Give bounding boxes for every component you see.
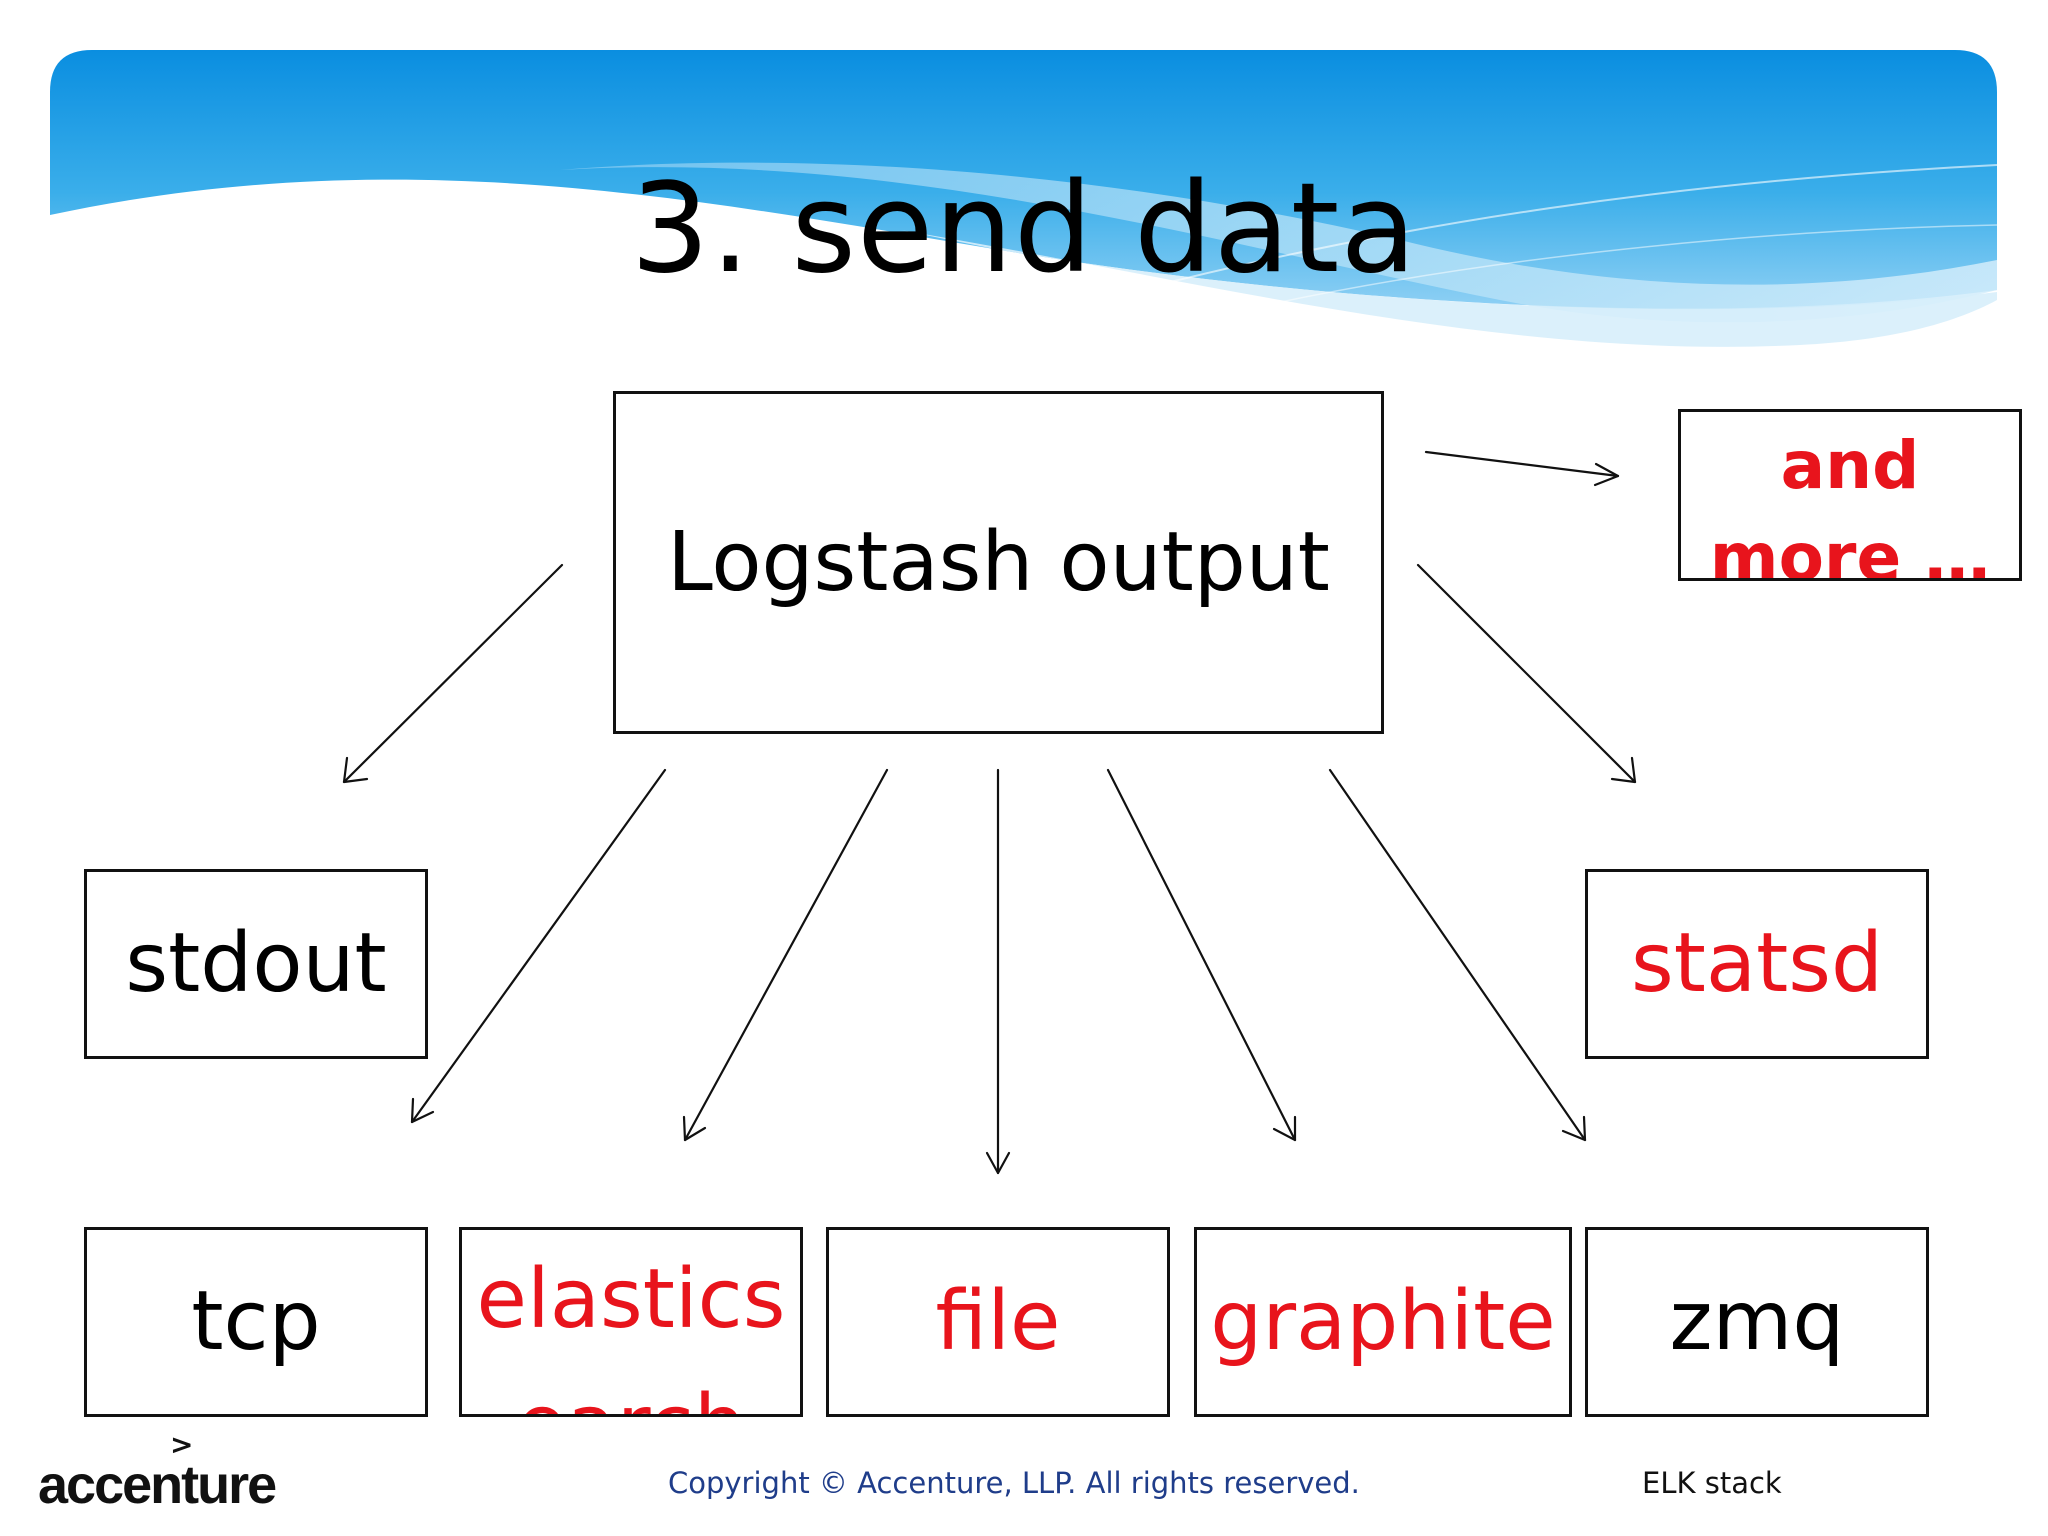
wave-banner bbox=[50, 50, 1998, 347]
arrow-to-file bbox=[985, 768, 1011, 1175]
slide-title: 3. send data bbox=[630, 157, 1418, 301]
node-label: graphite bbox=[1210, 1274, 1556, 1370]
node-graphite: graphite bbox=[1194, 1227, 1572, 1417]
node-elasticsearch: elastics earch bbox=[459, 1227, 803, 1417]
node-label-line-2: more … bbox=[1709, 519, 1991, 581]
arrow-to-zmq bbox=[1328, 768, 1587, 1142]
node-label-line-1: elastics bbox=[476, 1252, 786, 1347]
node-stdout: stdout bbox=[84, 869, 428, 1059]
arrow-to-more bbox=[1424, 450, 1620, 487]
node-label: zmq bbox=[1669, 1274, 1845, 1370]
arrow-to-stdout bbox=[342, 563, 564, 784]
node-label-line-1: and bbox=[1780, 427, 1920, 504]
accenture-logo: accenture bbox=[38, 1455, 277, 1515]
node-label: Logstash output bbox=[667, 514, 1330, 610]
arrow-to-tcp bbox=[410, 768, 667, 1124]
node-label: stdout bbox=[125, 916, 387, 1012]
node-label: tcp bbox=[191, 1274, 321, 1370]
node-label: statsd bbox=[1630, 916, 1884, 1012]
node-and-more: and more … bbox=[1678, 409, 2022, 581]
arrow-to-statsd bbox=[1416, 563, 1637, 784]
logo-mark-icon: > bbox=[170, 1428, 194, 1461]
arrow-to-elasticsearch bbox=[682, 768, 889, 1142]
node-statsd: statsd bbox=[1585, 869, 1929, 1059]
node-logstash-output: Logstash output bbox=[613, 391, 1384, 734]
node-label-line-2: earch bbox=[477, 1370, 786, 1414]
arrow-to-graphite bbox=[1106, 768, 1297, 1142]
deck-name: ELK stack bbox=[1642, 1466, 1782, 1500]
copyright-text: Copyright © Accenture, LLP. All rights r… bbox=[668, 1466, 1360, 1500]
node-zmq: zmq bbox=[1585, 1227, 1929, 1417]
node-label: file bbox=[935, 1274, 1061, 1370]
node-file: file bbox=[826, 1227, 1170, 1417]
node-tcp: tcp bbox=[84, 1227, 428, 1417]
